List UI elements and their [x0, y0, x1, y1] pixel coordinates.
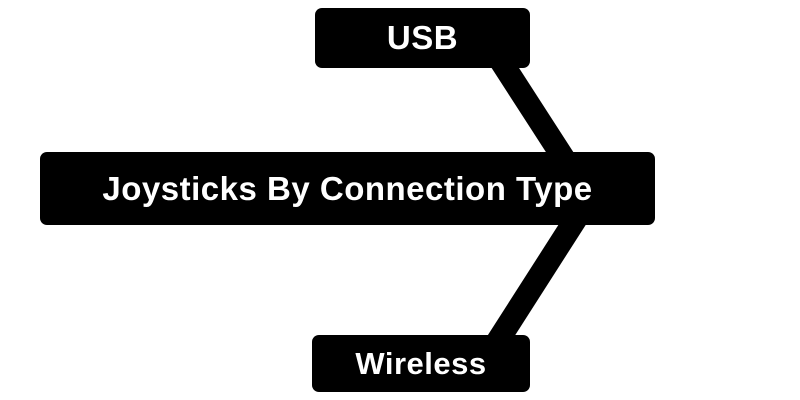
node-usb: USB [315, 8, 530, 68]
node-wireless-label: Wireless [355, 345, 487, 381]
edge-root-to-wireless [482, 193, 598, 357]
node-root: Joysticks By Connection Type [40, 152, 655, 225]
node-usb-label: USB [386, 19, 459, 56]
node-root-label: Joysticks By Connection Type [102, 169, 593, 207]
node-wireless: Wireless [312, 335, 530, 392]
